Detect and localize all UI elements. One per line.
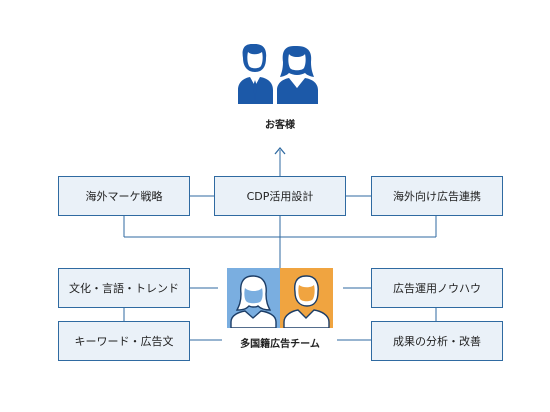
overseas-ad-integration-box: 海外向け広告連携: [371, 176, 503, 216]
overseas-marketing-strategy-box: 海外マーケ戦略: [58, 176, 190, 216]
team-member-male: [280, 268, 333, 329]
customers-icon: [238, 44, 318, 104]
keyword-ad-copy-box: キーワード・広告文: [58, 321, 190, 361]
team-label: 多国籍広告チーム: [240, 339, 320, 350]
cdp-design-box: CDP活用設計: [214, 176, 346, 216]
customer-label: お客様: [265, 120, 295, 131]
ad-operation-knowhow-box: 広告運用ノウハウ: [371, 268, 503, 308]
team-member-female: [227, 268, 280, 329]
female-member-icon: [230, 275, 277, 329]
culture-language-trend-box: 文化・言語・トレンド: [58, 268, 190, 308]
male-member-icon: [283, 275, 330, 329]
arrow-up-icon: [274, 146, 286, 155]
team-image: [227, 268, 333, 329]
result-analysis-box: 成果の分析・改善: [371, 321, 503, 361]
